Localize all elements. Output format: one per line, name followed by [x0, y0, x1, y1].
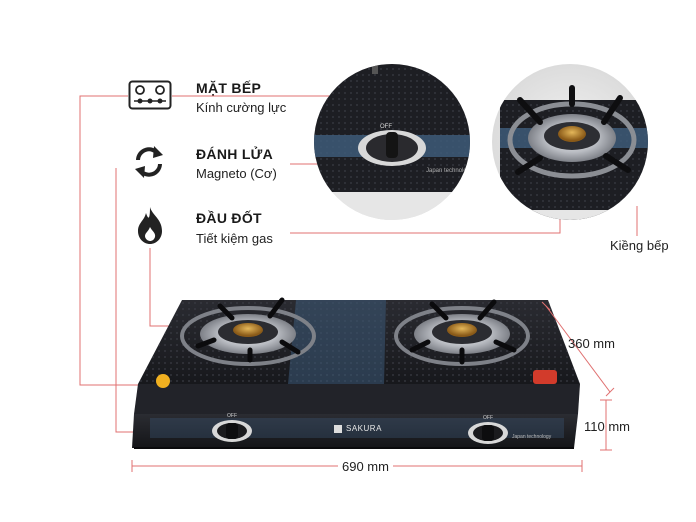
- knob-zoom-circle: OFF Japan technology: [314, 64, 473, 220]
- panel-text: Japan technology: [512, 434, 552, 440]
- flame-icon: [134, 205, 166, 245]
- right-burner: [394, 299, 530, 366]
- warning-sticker: [156, 374, 170, 388]
- svg-text:Japan technology: Japan technology: [426, 168, 473, 174]
- quality-sticker: [533, 370, 557, 384]
- right-knob: [468, 422, 508, 444]
- feature-title-cooktop: MẶT BẾP: [196, 80, 262, 96]
- width-dimension-label: 690 mm: [338, 459, 393, 474]
- feature-subtitle-cooktop: Kính cường lực: [196, 100, 287, 115]
- refresh-cycle-icon: [132, 142, 166, 182]
- height-dimension-label: 110 mm: [584, 419, 630, 434]
- stovetop-icon: [128, 80, 172, 110]
- feature-title-ignition: ĐÁNH LỬA: [196, 146, 274, 162]
- left-knob-label: OFF: [227, 413, 237, 419]
- brand-name: SAKURA: [346, 424, 382, 433]
- front-panel: [134, 384, 580, 414]
- brand-logo: [334, 425, 342, 433]
- depth-dimension-label: 360 mm: [568, 336, 615, 351]
- grate-zoom-circle: [492, 64, 648, 220]
- left-burner: [180, 297, 316, 366]
- grate-callout-label: Kiềng bếp: [610, 238, 669, 253]
- feature-title-burner: ĐẦU ĐỐT: [196, 210, 262, 226]
- gas-stove: [132, 297, 580, 449]
- feature-subtitle-ignition: Magneto (Cơ): [196, 166, 277, 181]
- right-knob-label: OFF: [483, 415, 493, 421]
- svg-text:OFF: OFF: [380, 124, 392, 130]
- left-knob: [212, 420, 252, 442]
- feature-subtitle-burner: Tiết kiệm gas: [196, 231, 273, 246]
